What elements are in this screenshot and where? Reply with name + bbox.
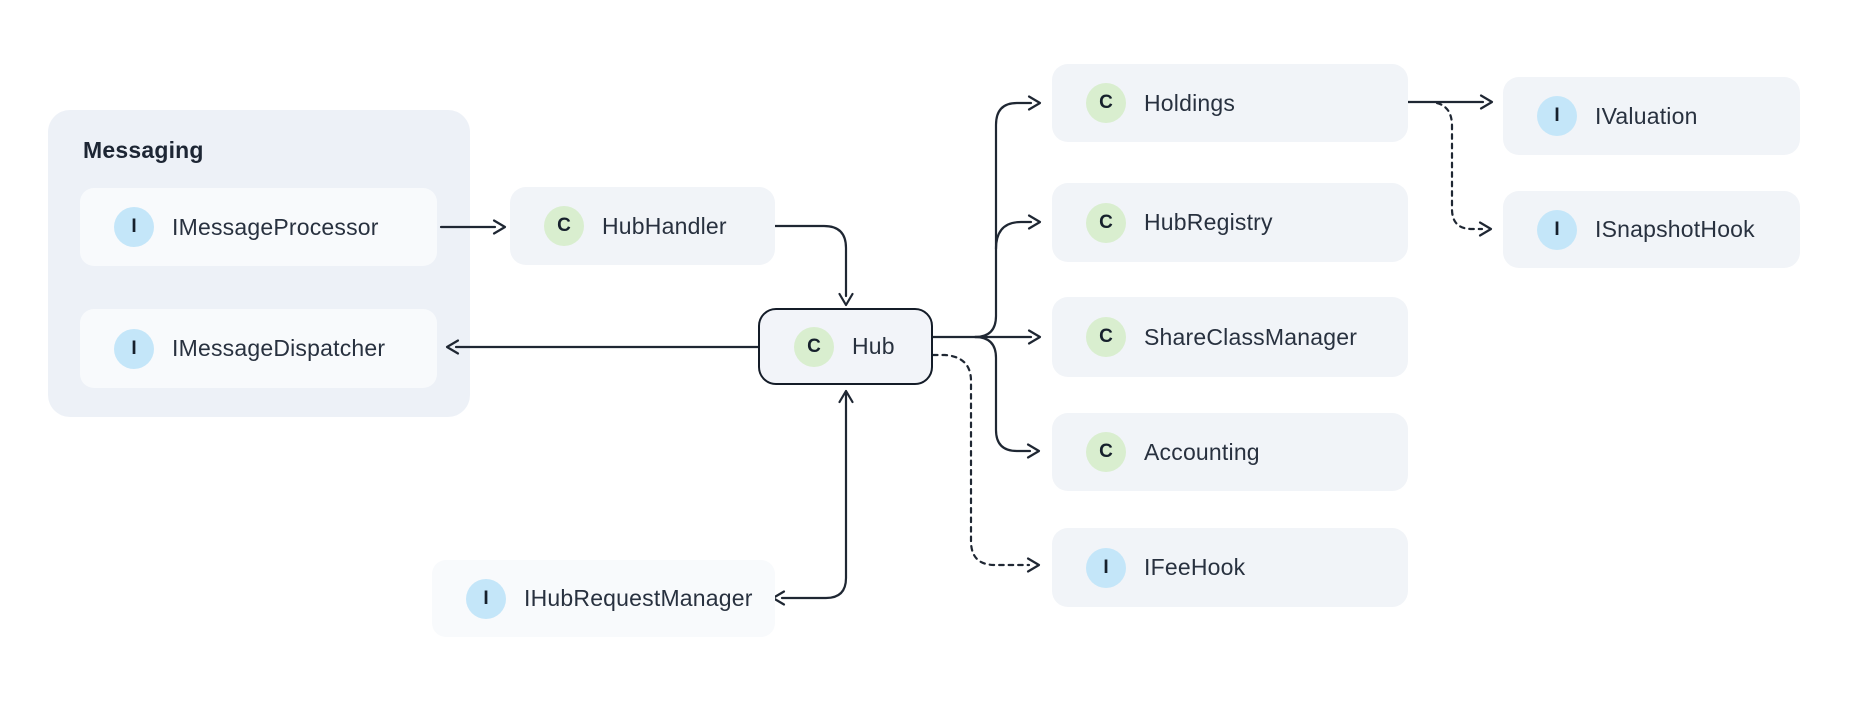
node-label: IFeeHook xyxy=(1144,554,1246,580)
node-hubhandler[interactable]: C HubHandler xyxy=(510,187,775,265)
node-hubregistry[interactable]: C HubRegistry xyxy=(1052,183,1408,262)
edge-hub-to-shareclassmanager xyxy=(931,329,1042,345)
arrowhead-up-icon xyxy=(838,389,854,404)
arrowhead-right-icon xyxy=(1027,95,1042,111)
interface-badge-icon: I xyxy=(1537,209,1577,250)
class-badge-icon: C xyxy=(1086,83,1126,123)
edge-hub-to-accounting xyxy=(973,335,1041,459)
edge-hub-to-imessagedispatcher xyxy=(445,339,760,355)
node-label: ShareClassManager xyxy=(1144,323,1358,350)
class-badge-icon: C xyxy=(1086,317,1126,357)
node-label: IValuation xyxy=(1595,102,1698,129)
arrowhead-down-icon xyxy=(838,292,854,307)
class-badge-icon: C xyxy=(794,326,834,367)
node-ihubrequestmanager[interactable]: I IHubRequestManager xyxy=(432,560,775,637)
class-badge-icon: C xyxy=(544,206,584,246)
node-label: Accounting xyxy=(1144,438,1260,465)
node-label: Hub xyxy=(852,333,895,359)
node-label: HubRegistry xyxy=(1144,209,1273,235)
node-ifeehook[interactable]: I IFeeHook xyxy=(1052,528,1408,607)
messaging-group-title: Messaging xyxy=(83,137,204,163)
arrowhead-left-icon xyxy=(445,339,460,355)
interface-badge-icon: I xyxy=(1537,96,1577,136)
interface-badge-icon: I xyxy=(114,207,154,247)
node-accounting[interactable]: C Accounting xyxy=(1052,413,1408,491)
class-badge-icon: C xyxy=(1086,202,1126,243)
edge-hub-to-ifeehook xyxy=(931,353,1041,573)
node-ivaluation[interactable]: I IValuation xyxy=(1503,77,1800,155)
edge-hub-to-ihubrequestmanager xyxy=(771,389,854,606)
edge-holdings-to-isnapshothook xyxy=(1435,101,1493,237)
node-hub[interactable]: C Hub xyxy=(758,308,933,385)
arrowhead-right-icon xyxy=(1027,214,1042,230)
arrowhead-right-icon xyxy=(1478,221,1493,237)
edge-hubhandler-to-hub xyxy=(773,224,854,307)
node-label: HubHandler xyxy=(602,212,727,239)
edge-hub-to-holdings xyxy=(973,95,1042,339)
node-label: Holdings xyxy=(1144,89,1236,116)
node-label: ISnapshotHook xyxy=(1595,216,1755,242)
edge-imessageprocessor-to-hubhandler xyxy=(439,219,507,235)
edge-hub-to-hubregistry xyxy=(994,214,1042,251)
node-label: IHubRequestManager xyxy=(524,585,753,611)
class-badge-icon: C xyxy=(1086,432,1126,472)
arrowhead-right-icon xyxy=(1026,557,1041,573)
node-isnapshothook[interactable]: I ISnapshotHook xyxy=(1503,191,1800,268)
arrowhead-right-icon xyxy=(492,219,507,235)
arrowhead-right-icon xyxy=(1026,443,1041,459)
interface-badge-icon: I xyxy=(466,578,506,619)
interface-badge-icon: I xyxy=(114,328,154,369)
node-label: IMessageDispatcher xyxy=(172,335,386,361)
node-holdings[interactable]: C Holdings xyxy=(1052,64,1408,142)
node-label: IMessageProcessor xyxy=(172,213,379,240)
node-shareclassmanager[interactable]: C ShareClassManager xyxy=(1052,297,1408,377)
arrowhead-right-icon xyxy=(1479,94,1494,110)
edge-holdings-to-ivaluation xyxy=(1406,94,1494,110)
node-imessageprocessor[interactable]: I IMessageProcessor xyxy=(80,188,437,266)
arrowhead-right-icon xyxy=(1027,329,1042,345)
interface-badge-icon: I xyxy=(1086,547,1126,588)
node-imessagedispatcher[interactable]: I IMessageDispatcher xyxy=(80,309,437,388)
